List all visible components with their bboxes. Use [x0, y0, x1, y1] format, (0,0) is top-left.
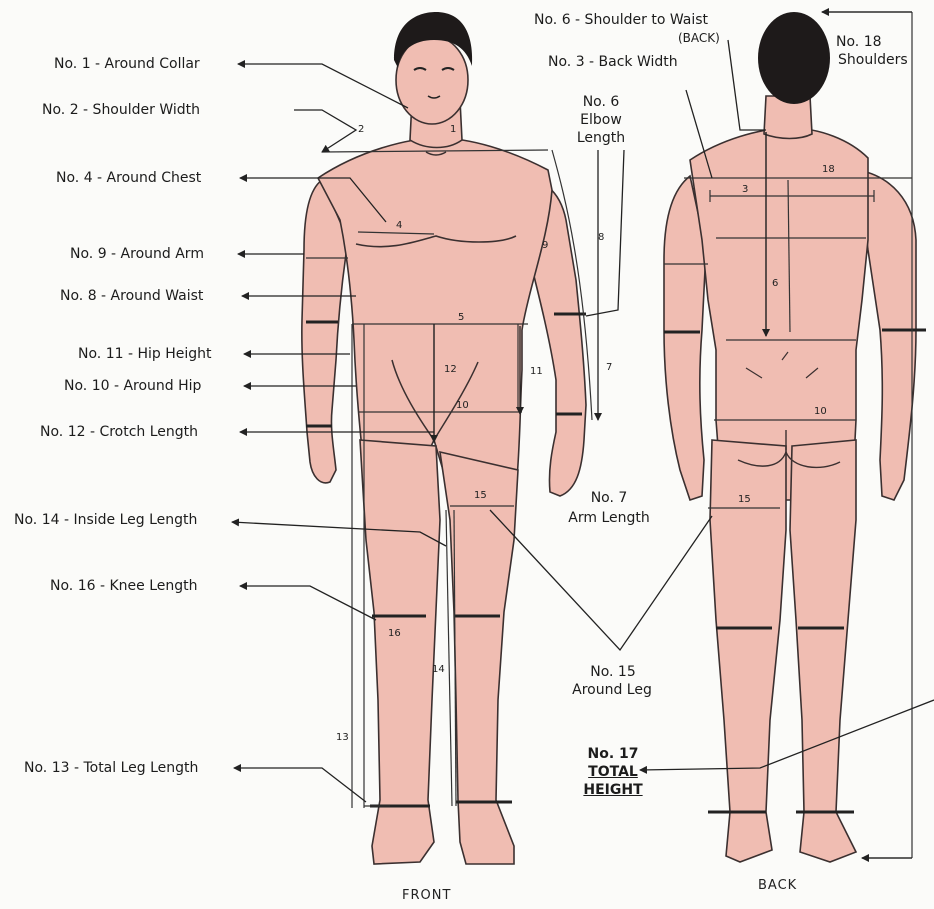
label-arm-length: Arm Length	[556, 510, 662, 527]
label-crotch-length: No. 12 - Crotch Length	[40, 424, 198, 441]
marker-front-1: 1	[450, 124, 456, 135]
marker-front-10: 10	[456, 400, 469, 411]
marker-front-5: 5	[458, 312, 464, 323]
label-hip-height: No. 11 - Hip Height	[78, 346, 212, 363]
label-shoulder-to-waist: No. 6 - Shoulder to Waist	[534, 12, 708, 29]
back-head	[758, 12, 830, 104]
label-around-waist: No. 8 - Around Waist	[60, 288, 203, 305]
label-no18: No. 18	[836, 34, 882, 51]
label-knee-length: No. 16 - Knee Length	[50, 578, 197, 595]
label-length: Length	[572, 130, 630, 147]
label-inside-leg-length: No. 14 - Inside Leg Length	[14, 512, 197, 529]
front-left-leg	[360, 440, 440, 864]
marker-front-11: 11	[530, 366, 543, 377]
label-around-chest: No. 4 - Around Chest	[56, 170, 201, 187]
marker-front-7: 7	[606, 362, 612, 373]
label-total: TOTAL	[580, 764, 646, 781]
marker-back-10: 10	[814, 406, 827, 417]
label-no6-elbow: No. 6	[576, 94, 626, 111]
label-back-width: No. 3 - Back Width	[548, 54, 678, 71]
label-shoulder-width: No. 2 - Shoulder Width	[42, 102, 200, 119]
marker-front-16: 16	[388, 628, 401, 639]
label-around-collar: No. 1 - Around Collar	[54, 56, 200, 73]
label-around-hip: No. 10 - Around Hip	[64, 378, 201, 395]
label-around-leg: Around Leg	[556, 682, 668, 699]
label-height: HEIGHT	[574, 782, 652, 799]
label-elbow: Elbow	[572, 112, 630, 129]
caption-back: BACK	[758, 878, 797, 893]
label-around-arm: No. 9 - Around Arm	[70, 246, 204, 263]
marker-front-14: 14	[432, 664, 445, 675]
label-shoulder-to-waist-back: (BACK)	[678, 30, 720, 47]
label-shoulders: Shoulders	[838, 52, 908, 69]
marker-back-6: 6	[772, 278, 778, 289]
back-figure	[664, 12, 926, 862]
marker-front-8: 8	[598, 232, 604, 243]
marker-front-13: 13	[336, 732, 349, 743]
marker-back-18: 18	[822, 164, 835, 175]
label-no15: No. 15	[580, 664, 646, 681]
marker-back-3: 3	[742, 184, 748, 195]
marker-back-15: 15	[738, 494, 751, 505]
marker-front-15: 15	[474, 490, 487, 501]
label-no17: No. 17	[580, 746, 646, 763]
marker-front-9: 9	[542, 240, 548, 251]
label-total-leg-length: No. 13 - Total Leg Length	[24, 760, 198, 777]
label-no7: No. 7	[576, 490, 642, 507]
marker-front-2: 2	[358, 124, 364, 135]
marker-front-12: 12	[444, 364, 457, 375]
marker-front-4: 4	[396, 220, 402, 231]
caption-front: FRONT	[402, 888, 451, 903]
